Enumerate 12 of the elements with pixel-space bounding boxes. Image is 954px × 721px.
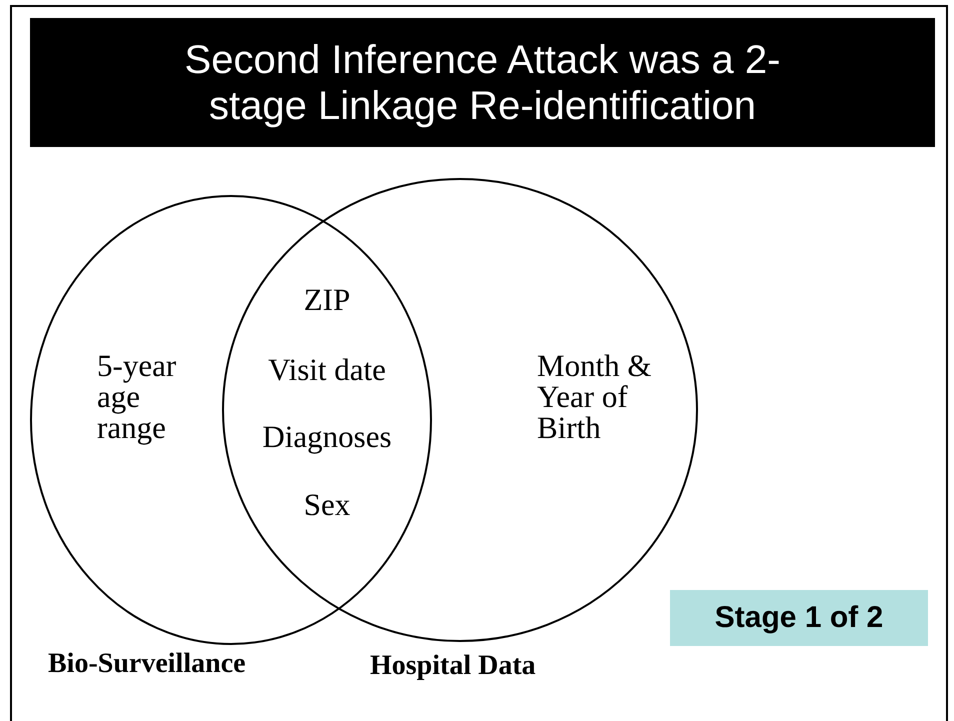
region-label: Month & Year of Birth bbox=[537, 350, 653, 443]
title-banner: Second Inference Attack was a 2-stage Linkage Re-identification bbox=[30, 18, 935, 147]
shared-attribute: ZIP bbox=[304, 282, 350, 318]
venn-circle bbox=[30, 195, 432, 645]
set-name: Hospital Data bbox=[370, 650, 536, 682]
shared-attribute: Visit date bbox=[268, 352, 386, 388]
shared-attribute: Sex bbox=[304, 487, 350, 523]
venn-circle bbox=[222, 178, 698, 642]
region-label: 5-year age range bbox=[97, 350, 178, 443]
shared-attribute: Diagnoses bbox=[262, 419, 392, 455]
set-name: Bio-Surveillance bbox=[48, 648, 246, 680]
stage-label-box: Stage 1 of 2 bbox=[670, 590, 928, 646]
